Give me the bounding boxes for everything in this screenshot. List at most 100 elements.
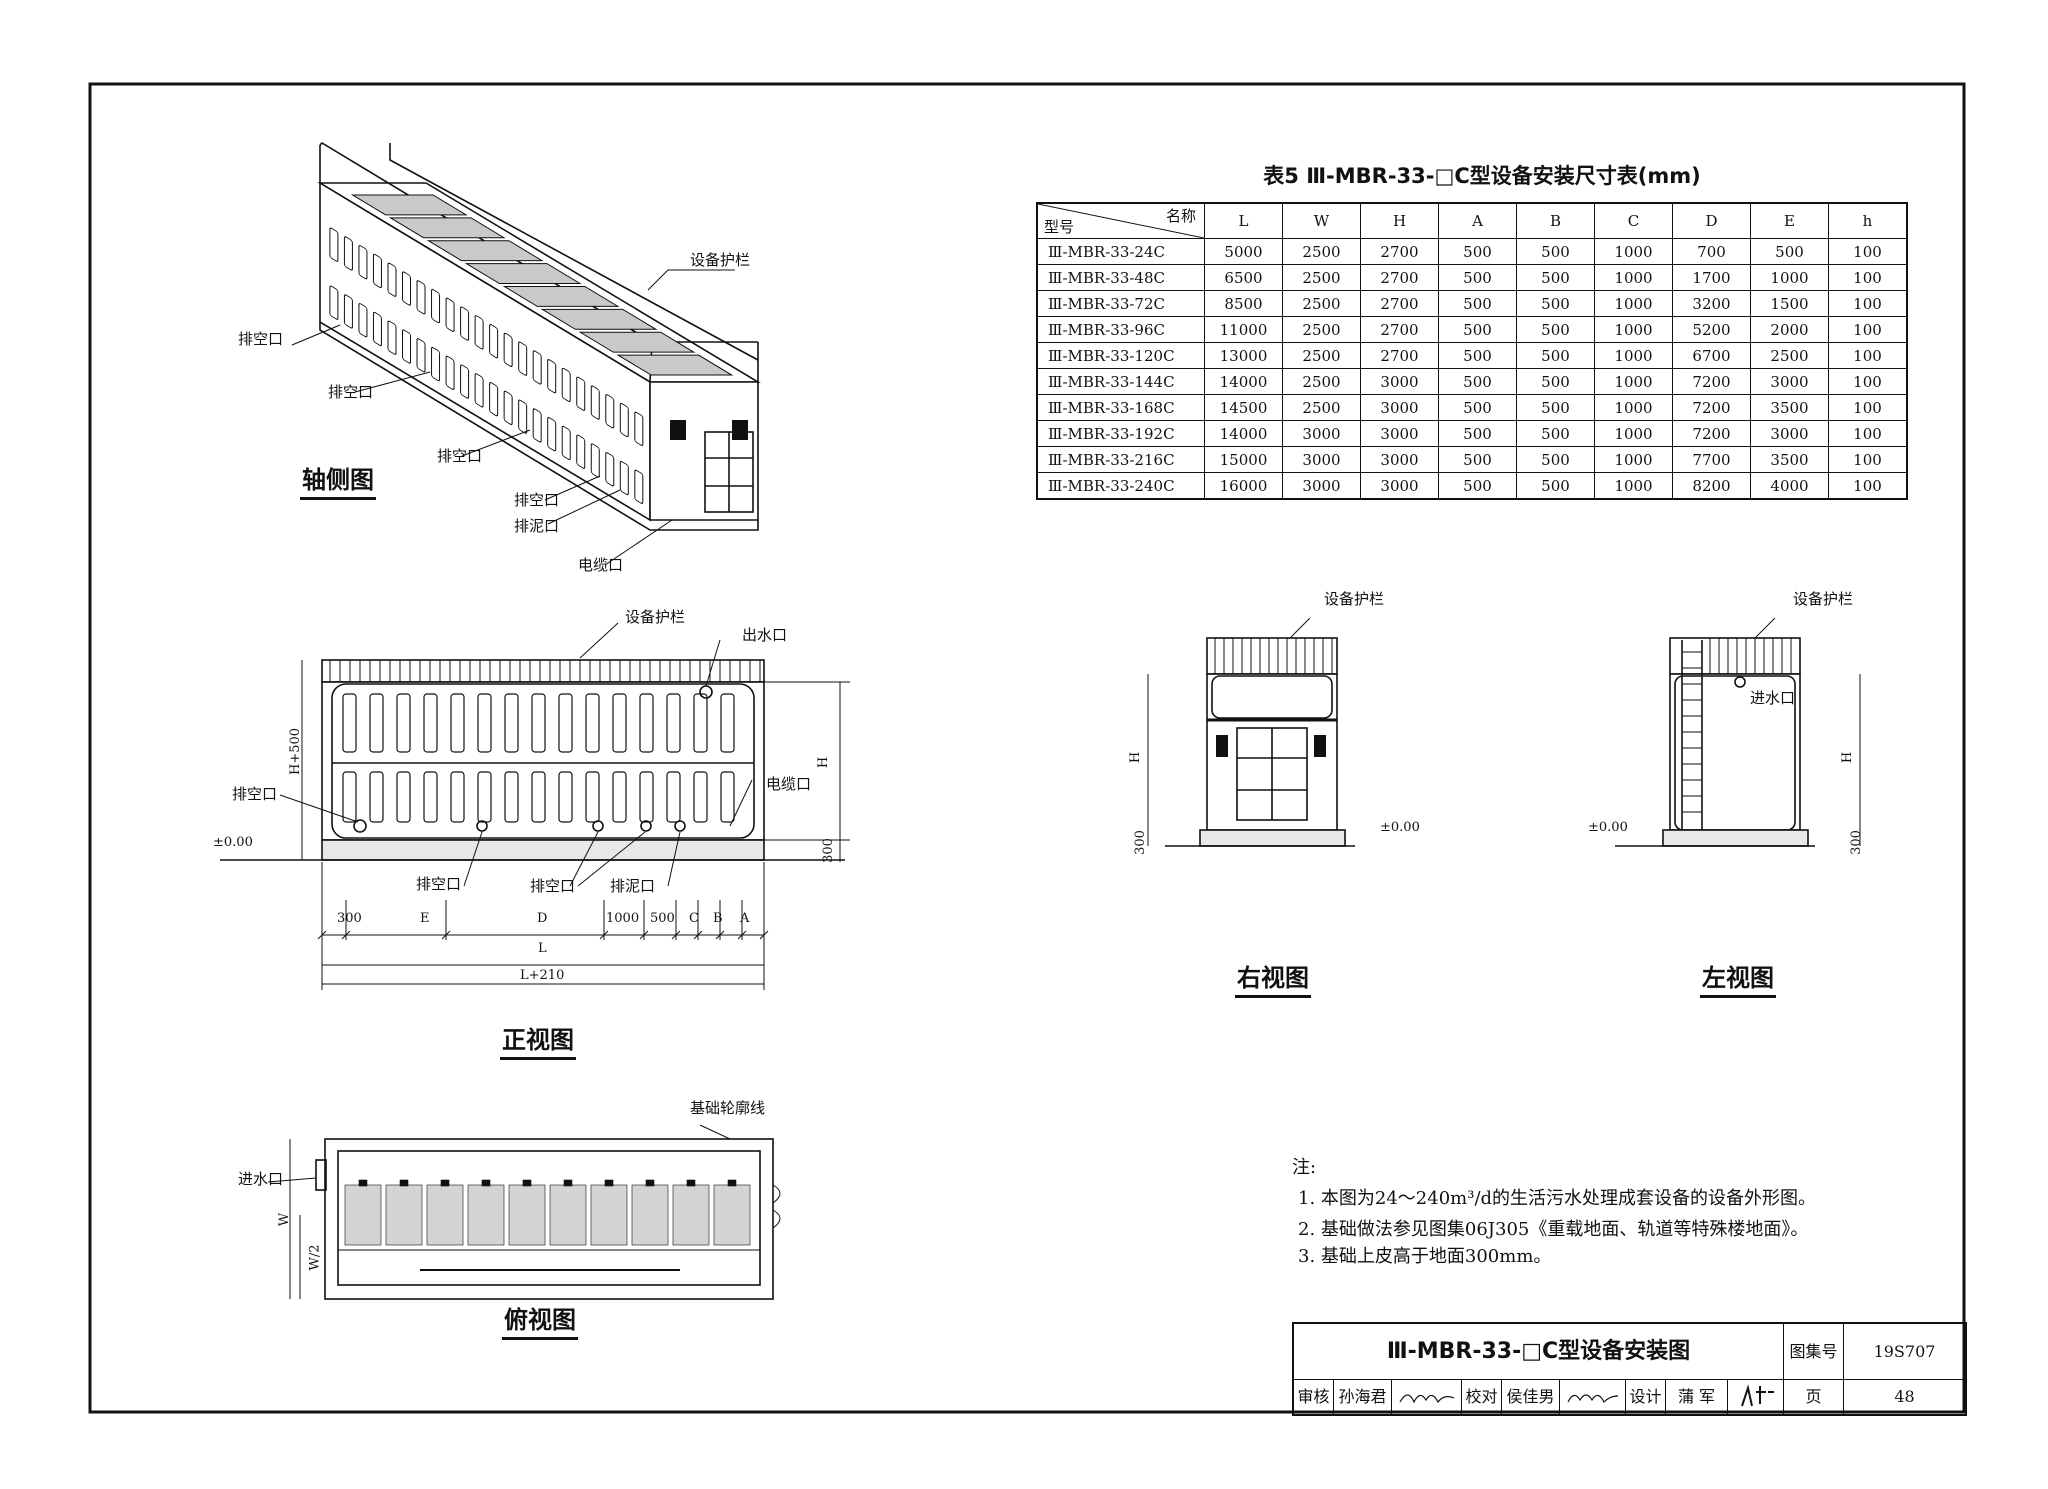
right-guardrail-label: 设备护栏 bbox=[1324, 590, 1385, 608]
left-guardrail-label: 设备护栏 bbox=[1793, 590, 1854, 608]
column-header-E: E bbox=[1750, 202, 1829, 239]
column-header-B: B bbox=[1516, 202, 1595, 239]
model-cell: Ⅲ-MBR-33-240C bbox=[1036, 472, 1205, 500]
window-slot bbox=[576, 376, 586, 411]
value-cell: 3000 bbox=[1282, 472, 1361, 500]
window-slot bbox=[372, 311, 382, 347]
window-slot bbox=[423, 693, 438, 753]
mesh-panel bbox=[350, 194, 468, 216]
front-cable-label: 电缆口 bbox=[766, 775, 812, 793]
value-cell: 1000 bbox=[1594, 472, 1673, 500]
right-view-title: 右视图 bbox=[1235, 963, 1311, 998]
value-cell: 500 bbox=[1516, 316, 1595, 343]
title-block: Ⅲ-MBR-33-□C型设备安装图 图集号 19S707 审核 孙海君 校对 侯… bbox=[1292, 1322, 1967, 1416]
window-slot bbox=[605, 452, 615, 487]
note-2: 2. 基础做法参见图集06J305《重载地面、轨道等特殊楼地面》。 bbox=[1298, 1219, 1809, 1240]
value-cell: 3000 bbox=[1282, 446, 1361, 473]
mesh-panel bbox=[616, 354, 734, 376]
window-slot bbox=[605, 394, 615, 429]
window-slot bbox=[576, 434, 586, 469]
model-cell: Ⅲ-MBR-33-192C bbox=[1036, 420, 1205, 447]
value-cell: 2700 bbox=[1360, 316, 1439, 343]
window-slot bbox=[532, 350, 542, 385]
value-cell: 7200 bbox=[1672, 394, 1751, 421]
window-slot bbox=[396, 693, 411, 753]
value-cell: 15000 bbox=[1204, 446, 1283, 473]
value-cell: 500 bbox=[1438, 342, 1517, 369]
value-cell: 500 bbox=[1438, 446, 1517, 473]
mesh-panel bbox=[388, 217, 506, 239]
window-slot bbox=[639, 693, 654, 753]
model-cell: Ⅲ-MBR-33-216C bbox=[1036, 446, 1205, 473]
review-label: 审核 bbox=[1294, 1380, 1334, 1414]
axonometric-drawing bbox=[291, 141, 761, 566]
dim-L: L bbox=[538, 941, 547, 956]
window-slot bbox=[585, 771, 600, 823]
value-cell: 2700 bbox=[1360, 238, 1439, 265]
corner-model-label: 型号 bbox=[1044, 218, 1075, 236]
panel-bracket bbox=[481, 1179, 491, 1187]
window-slot bbox=[561, 425, 571, 461]
window-slot bbox=[504, 693, 519, 753]
front-guardrail-label: 设备护栏 bbox=[625, 608, 686, 626]
window-slot bbox=[474, 373, 484, 408]
note-1: 1. 本图为24～240m³/d的生活污水处理成套设备的设备外形图。 bbox=[1298, 1188, 1817, 1209]
value-cell: 1000 bbox=[1594, 368, 1673, 395]
window-slot bbox=[547, 359, 557, 394]
top-w2-label: W/2 bbox=[307, 1244, 323, 1271]
value-cell: 3000 bbox=[1360, 368, 1439, 395]
value-cell: 500 bbox=[1516, 290, 1595, 317]
window-slot bbox=[460, 306, 470, 341]
value-cell: 100 bbox=[1828, 472, 1908, 500]
top-view-title: 俯视图 bbox=[502, 1305, 578, 1340]
window-slot bbox=[532, 408, 542, 443]
window-slot bbox=[619, 402, 629, 438]
value-cell: 1500 bbox=[1750, 290, 1829, 317]
front-ground-label: ±0.00 bbox=[213, 835, 253, 850]
mesh-panel bbox=[426, 240, 544, 262]
front-view-title: 正视图 bbox=[500, 1025, 576, 1060]
window-slot bbox=[369, 771, 384, 823]
value-cell: 3000 bbox=[1360, 394, 1439, 421]
value-cell: 14000 bbox=[1204, 420, 1283, 447]
front-base-label: 300 bbox=[820, 838, 836, 863]
mesh-panel bbox=[426, 1184, 464, 1246]
column-header-L: L bbox=[1204, 202, 1283, 239]
window-slot bbox=[416, 280, 426, 315]
mesh-panel bbox=[672, 1184, 710, 1246]
value-cell: 100 bbox=[1828, 368, 1908, 395]
value-cell: 14500 bbox=[1204, 394, 1283, 421]
window-slot bbox=[431, 288, 441, 324]
window-slot bbox=[358, 303, 368, 338]
window-slot bbox=[504, 771, 519, 823]
right-view-drawing bbox=[1147, 617, 1355, 847]
value-cell: 500 bbox=[1516, 264, 1595, 291]
value-cell: 500 bbox=[1516, 238, 1595, 265]
value-cell: 11000 bbox=[1204, 316, 1283, 343]
notes-heading: 注: bbox=[1292, 1157, 1317, 1178]
value-cell: 7700 bbox=[1672, 446, 1751, 473]
model-cell: Ⅲ-MBR-33-24C bbox=[1036, 238, 1205, 265]
window-slot bbox=[402, 329, 411, 364]
model-cell: Ⅲ-MBR-33-144C bbox=[1036, 368, 1205, 395]
column-header-C: C bbox=[1594, 202, 1673, 239]
mesh-panel bbox=[631, 1184, 669, 1246]
value-cell: 3000 bbox=[1360, 472, 1439, 500]
window-slot bbox=[720, 693, 735, 753]
value-cell: 500 bbox=[1516, 342, 1595, 369]
value-cell: 100 bbox=[1828, 264, 1908, 291]
left-inlet-label: 进水口 bbox=[1750, 689, 1796, 707]
top-inlet-label: 进水口 bbox=[238, 1170, 284, 1188]
value-cell: 14000 bbox=[1204, 368, 1283, 395]
value-cell: 500 bbox=[1438, 394, 1517, 421]
value-cell: 500 bbox=[1438, 238, 1517, 265]
